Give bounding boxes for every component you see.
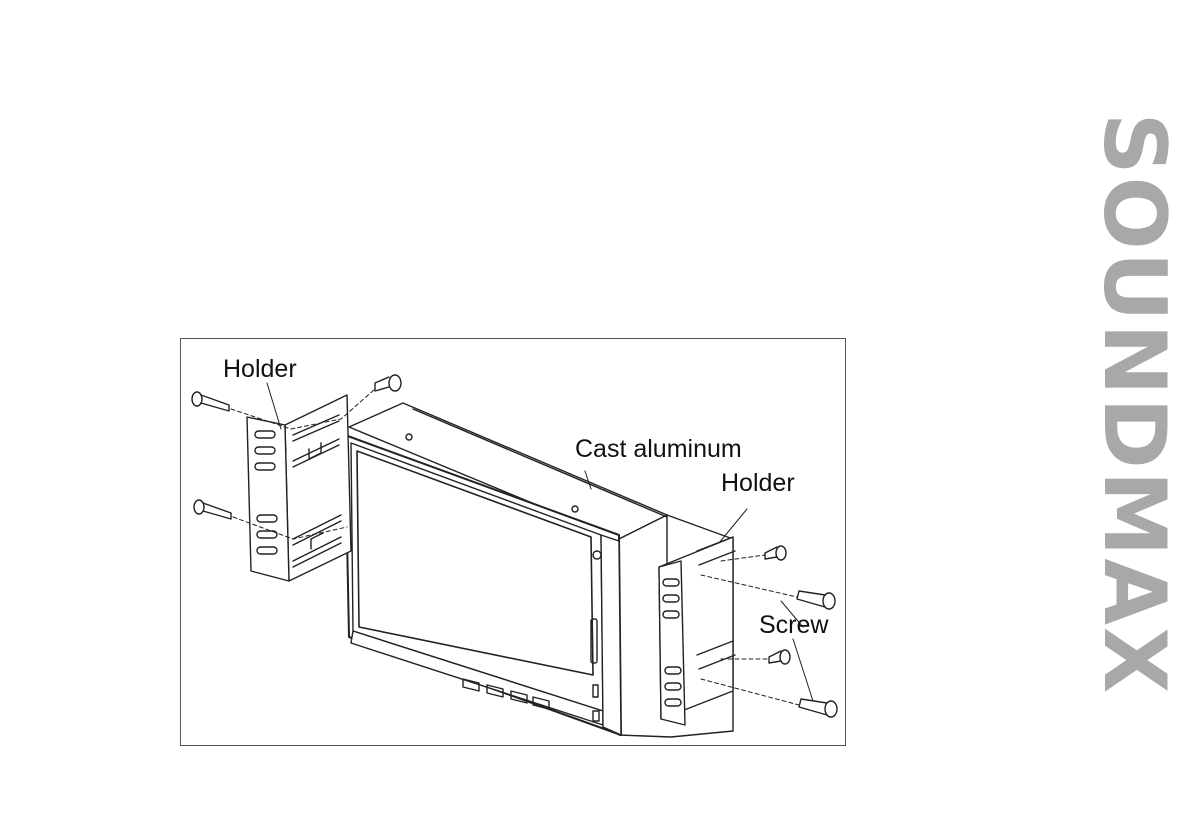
brand-logo: SOUNDMAX: [1086, 62, 1182, 746]
label-screw: Screw: [759, 613, 828, 638]
brand-wordmark: SOUNDMAX: [1091, 113, 1177, 696]
installation-figure: Holder Cast aluminum Holder Screw: [180, 338, 846, 746]
label-cast-aluminum: Cast aluminum: [575, 437, 742, 462]
screw-icon: [799, 699, 837, 717]
screw-icon: [192, 392, 229, 411]
head-unit-mounting-drawing: [181, 339, 847, 747]
screw-icon: [797, 591, 835, 609]
label-holder-left: Holder: [223, 357, 297, 382]
label-holder-right: Holder: [721, 471, 795, 496]
screw-icon: [375, 375, 401, 391]
screw-icon: [194, 500, 231, 519]
left-holder-bracket: [247, 395, 351, 581]
screw-icon: [765, 546, 786, 560]
screw-icon: [769, 650, 790, 664]
